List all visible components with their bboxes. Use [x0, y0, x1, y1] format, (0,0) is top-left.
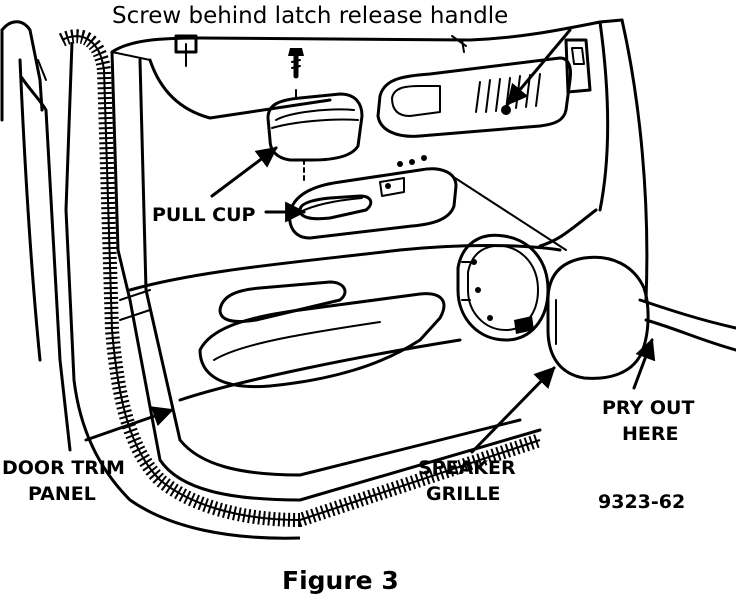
latch-release-area	[376, 56, 572, 138]
leader-lines	[84, 28, 656, 454]
door-frame	[0, 20, 72, 452]
screw-icon	[288, 48, 304, 79]
top-clip	[174, 34, 198, 67]
label-door-trim-1: DOOR TRIM	[2, 457, 125, 479]
label-screw: Screw behind latch release handle	[112, 3, 508, 29]
label-pry-2: HERE	[622, 423, 679, 445]
door-pocket	[178, 280, 462, 402]
weatherstrip-seal	[58, 29, 543, 540]
label-pry-1: PRY OUT	[602, 397, 694, 419]
speaker-screw-icon	[514, 316, 534, 334]
label-pull-cup: PULL CUP	[152, 204, 256, 226]
label-speaker-1: SPEAKER	[418, 457, 516, 479]
figure-id: 9323-62	[598, 491, 685, 513]
speaker-opening	[456, 233, 550, 342]
speaker-grille	[546, 255, 650, 380]
corner-detail	[538, 18, 649, 302]
armrest	[288, 155, 458, 240]
trim-panel	[110, 18, 624, 502]
sill-line	[638, 298, 736, 352]
pull-cup	[266, 89, 364, 181]
label-door-trim-2: PANEL	[28, 483, 96, 505]
latch-screw	[501, 105, 511, 115]
label-speaker-2: GRILLE	[426, 483, 501, 505]
figure-caption: Figure 3	[282, 566, 399, 595]
